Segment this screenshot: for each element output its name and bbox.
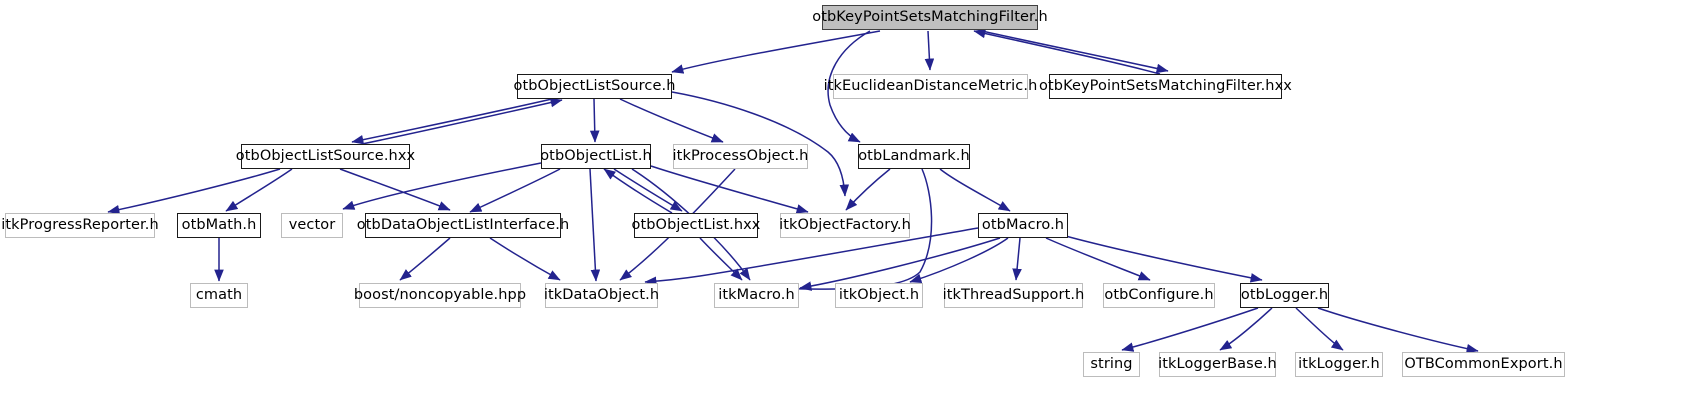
graph-edge-n1-to-n6 xyxy=(619,98,724,143)
graph-node-label: otbKeyPointSetsMatchingFilter.h xyxy=(812,9,1048,26)
graph-node-n23[interactable]: string xyxy=(1083,352,1140,377)
graph-node-n8[interactable]: itkProgressReporter.h xyxy=(1,213,159,238)
graph-node-n14[interactable]: otbMacro.h xyxy=(978,213,1068,238)
graph-edge-n22-to-n24 xyxy=(1219,307,1273,351)
graph-edge-n1-to-n4 xyxy=(351,98,553,145)
graph-node-label: OTBCommonExport.h xyxy=(1404,356,1563,373)
graph-edge-n14-to-n20 xyxy=(1012,237,1022,281)
graph-node-label: itkLoggerBase.h xyxy=(1158,356,1277,373)
graph-node-label: itkProcessObject.h xyxy=(672,148,809,165)
graph-node-n22[interactable]: otbLogger.h xyxy=(1240,283,1329,308)
graph-edge-n1-to-n13 xyxy=(671,91,850,197)
graph-edge-n14-to-n18 xyxy=(799,237,1001,291)
graph-node-n12[interactable]: otbObjectList.hxx xyxy=(632,213,760,238)
graph-node-label: otbObjectListSource.h xyxy=(513,78,676,95)
graph-edge-n5-to-n13 xyxy=(650,165,809,214)
graph-node-n16[interactable]: boost/noncopyable.hpp xyxy=(354,283,526,308)
graph-edge-n7-to-n18 xyxy=(769,168,933,294)
graph-node-n26[interactable]: OTBCommonExport.h xyxy=(1402,352,1565,377)
graph-edge-n3-to-n0 xyxy=(973,28,1161,75)
graph-node-label: string xyxy=(1090,356,1133,373)
graph-edge-n7-to-n13 xyxy=(845,168,891,211)
graph-node-n18[interactable]: itkMacro.h xyxy=(714,283,799,308)
graph-edge-n4-to-n1 xyxy=(361,97,563,145)
graph-node-n9[interactable]: otbMath.h xyxy=(177,213,261,238)
graph-edge-n22-to-n26 xyxy=(1317,307,1479,354)
graph-edge-n1-to-n5 xyxy=(589,98,600,143)
graph-node-n10[interactable]: vector xyxy=(281,213,343,238)
graph-node-label: itkProgressReporter.h xyxy=(1,217,159,234)
graph-node-n21[interactable]: otbConfigure.h xyxy=(1103,283,1215,308)
graph-node-label: boost/noncopyable.hpp xyxy=(353,287,527,304)
graph-node-n7[interactable]: otbLandmark.h xyxy=(858,144,970,169)
graph-node-label: itkDataObject.h xyxy=(543,287,660,304)
graph-node-n2[interactable]: itkEuclideanDistanceMetric.h xyxy=(824,74,1037,99)
graph-edge-n12-to-n5 xyxy=(603,168,673,214)
graph-node-n6[interactable]: itkProcessObject.h xyxy=(673,144,808,169)
graph-node-label: otbLandmark.h xyxy=(858,148,970,165)
graph-node-label: vector xyxy=(288,217,336,234)
graph-node-n4[interactable]: otbObjectListSource.hxx xyxy=(236,144,415,169)
graph-edge-n14-to-n19 xyxy=(909,237,1009,284)
graph-edge-n0-to-n1 xyxy=(671,30,881,74)
graph-node-label: itkEuclideanDistanceMetric.h xyxy=(823,78,1038,95)
graph-edge-n4-to-n9 xyxy=(225,168,293,212)
graph-edge-n5-to-n10 xyxy=(342,162,542,210)
graph-node-n24[interactable]: itkLoggerBase.h xyxy=(1158,352,1277,377)
graph-edge-n0-to-n2 xyxy=(924,30,935,71)
graph-node-label: otbDataObjectListInterface.h xyxy=(356,217,570,234)
graph-edge-n4-to-n8 xyxy=(107,168,281,215)
graph-node-label: cmath xyxy=(195,287,243,304)
graph-node-n19[interactable]: itkObject.h xyxy=(835,283,923,308)
graph-edge-n0-to-n3 xyxy=(981,30,1169,74)
graph-node-n1[interactable]: otbObjectListSource.h xyxy=(513,74,675,99)
graph-node-label: itkLogger.h xyxy=(1298,356,1380,373)
graph-node-n15[interactable]: cmath xyxy=(190,283,248,308)
graph-node-n20[interactable]: itkThreadSupport.h xyxy=(943,283,1084,308)
graph-node-label: otbObjectList.h xyxy=(540,148,652,165)
graph-node-label: itkThreadSupport.h xyxy=(942,287,1085,304)
graph-edge-n14-to-n17 xyxy=(644,227,979,287)
graph-edge-n12-to-n18 xyxy=(699,237,743,281)
graph-node-n25[interactable]: itkLogger.h xyxy=(1295,352,1383,377)
graph-edge-n7-to-n14 xyxy=(939,168,1011,212)
graph-edge-n5-to-n12 xyxy=(613,168,683,212)
graph-edge-n5-to-n17 xyxy=(589,168,601,282)
graph-node-label: itkObjectFactory.h xyxy=(779,217,911,234)
graph-node-n17[interactable]: itkDataObject.h xyxy=(543,283,660,308)
graph-edge-n4-to-n11 xyxy=(339,168,451,211)
graph-edge-n22-to-n23 xyxy=(1121,307,1259,352)
graph-node-label: otbMath.h xyxy=(181,217,257,234)
edges-group xyxy=(107,28,1479,354)
graph-edge-n14-to-n22 xyxy=(1061,234,1263,283)
graph-node-n11[interactable]: otbDataObjectListInterface.h xyxy=(357,213,569,238)
graph-node-n3[interactable]: otbKeyPointSetsMatchingFilter.hxx xyxy=(1039,74,1292,99)
graph-node-n13[interactable]: itkObjectFactory.h xyxy=(779,213,911,238)
graph-node-label: itkObject.h xyxy=(838,287,920,304)
graph-node-label: otbObjectList.hxx xyxy=(631,217,761,234)
graph-node-label: otbMacro.h xyxy=(981,217,1065,234)
graph-edge-n11-to-n16 xyxy=(399,237,451,281)
graph-edge-n11-to-n17 xyxy=(489,237,561,281)
graph-node-label: otbKeyPointSetsMatchingFilter.hxx xyxy=(1039,78,1292,95)
graph-edge-n0-to-n7 xyxy=(827,30,871,143)
graph-edge-n5-to-n11 xyxy=(469,168,561,213)
graph-edge-n22-to-n25 xyxy=(1295,307,1344,351)
graph-node-label: otbObjectListSource.hxx xyxy=(235,148,416,165)
graph-edge-n14-to-n21 xyxy=(1045,237,1151,281)
graph-node-label: otbLogger.h xyxy=(1240,287,1329,304)
graph-node-label: itkMacro.h xyxy=(718,287,795,304)
graph-node-label: otbConfigure.h xyxy=(1104,287,1214,304)
graph-node-n5[interactable]: otbObjectList.h xyxy=(540,144,652,169)
graph-node-n0[interactable]: otbKeyPointSetsMatchingFilter.h xyxy=(812,5,1048,30)
